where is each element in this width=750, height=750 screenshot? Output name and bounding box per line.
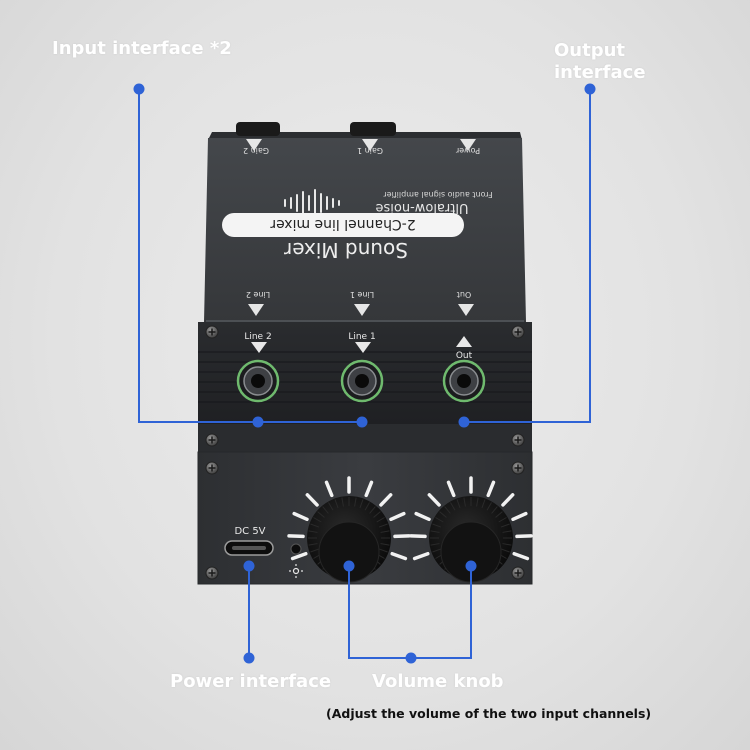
knob-knurl [317,511,325,518]
volume-knob-2[interactable] [409,476,533,583]
knob-knurl [481,499,486,509]
knob-knurl [380,530,390,533]
knob-knurl [328,502,334,511]
top-badge-text: 2-Channel line mixer [270,216,416,232]
output-interface-label-line1: Output [554,40,626,61]
power-led [290,543,302,555]
knob-knurl [432,523,442,528]
knob-knurl [430,543,440,546]
volume-knob-label: Volume knob [372,671,504,692]
light-icon [289,564,303,578]
top-line1-text: Line 1 [350,290,374,299]
top-badge [222,213,464,237]
panel-divider-band [198,424,532,452]
knob-knurl [500,523,510,528]
knob-knurl [444,506,451,514]
knob-knurl [341,497,344,507]
volume-knob-1[interactable] [287,476,411,583]
out-arrow-icon [456,336,472,347]
knob-knurl [378,548,388,553]
knob-tick-mark [290,551,308,561]
top-gain2-text: Gain 2 [243,146,269,155]
knob-knurl [373,511,381,518]
knob-knurl [463,497,466,507]
knob-knurl [378,523,388,528]
knob-knurl [476,497,479,507]
knob-tick-mark [305,493,319,507]
knob-knurl [432,548,442,553]
knob-tick-mark [379,493,393,507]
knob-knurl [354,497,357,507]
knob-knurl [308,530,318,533]
knob-knurl [310,548,320,553]
knob-knurl [502,530,512,533]
knob-knurl [435,517,444,523]
top-gain1-text: Gain 1 [357,146,383,155]
top-title-text: Sound Mixer [283,238,408,262]
front-out-text: Out [456,351,473,361]
out-jack[interactable] [442,359,486,403]
leader-lines [138,89,591,659]
screw-icons [205,325,525,580]
knob-knurl [430,530,440,533]
knob-knurl [369,506,376,514]
knob-knurl [364,502,370,511]
knob-knurl [334,499,339,509]
knob-knurl [439,511,447,518]
knob-tick-mark [390,551,408,561]
knob-tick-mark [292,511,309,522]
output-interface-label-line2: interface [554,62,646,83]
rear-knob-stub [236,122,280,136]
knob-knurl [376,517,385,523]
knob-tick-mark [501,493,515,507]
knob-knurl [500,548,510,553]
knob-knurl [495,511,503,518]
leader-dots [133,83,596,664]
top-power-text: Power [455,146,480,155]
knob-knurl [313,517,322,523]
top-line2-text: Line 2 [246,290,270,299]
top-subtitle-text: Ultralow-noise [375,200,468,215]
knob-tick-mark [412,551,430,561]
knob-tick-mark [364,480,374,498]
front-line1-text: Line 1 [348,332,375,342]
front-line2-text: Line 2 [244,332,271,342]
knob-tick-mark [324,480,334,498]
top-face-markings [246,139,476,151]
knob-knurl [380,543,390,546]
power-interface-label: Power interface [170,671,332,692]
knob-tick-mark [389,511,406,522]
input-interface-label: Input interface *2 [52,38,232,59]
line1-arrow-icon [355,342,371,353]
knob-knurl [486,502,492,511]
top-out-text: Out [457,290,472,299]
knob-knurl [310,523,320,528]
knob-knurl [502,543,512,546]
line1-jack[interactable] [340,359,384,403]
volume-knob-note: (Adjust the volume of the two input chan… [326,706,652,721]
knob-tick-mark [486,480,496,498]
knob-tick-mark [414,511,431,522]
top-tagline-text: Front audio signal amplifier [383,190,493,199]
line2-arrow-icon [251,342,267,353]
knob-tick-mark [511,511,528,522]
knob-knurl [456,499,461,509]
knob-knurl [491,506,498,514]
knob-knurl [450,502,456,511]
knob-knurl [359,499,364,509]
knob-tick-mark [512,551,530,561]
knob-knurl [308,543,318,546]
rear-knob-stub [350,122,396,136]
dc-5v-text: DC 5V [234,526,265,537]
line2-jack[interactable] [236,359,280,403]
knob-tick-mark [427,493,441,507]
knob-tick-mark [446,480,456,498]
waveform-icon [284,189,340,217]
knob-knurl [498,517,507,523]
knob-knurl [322,506,329,514]
